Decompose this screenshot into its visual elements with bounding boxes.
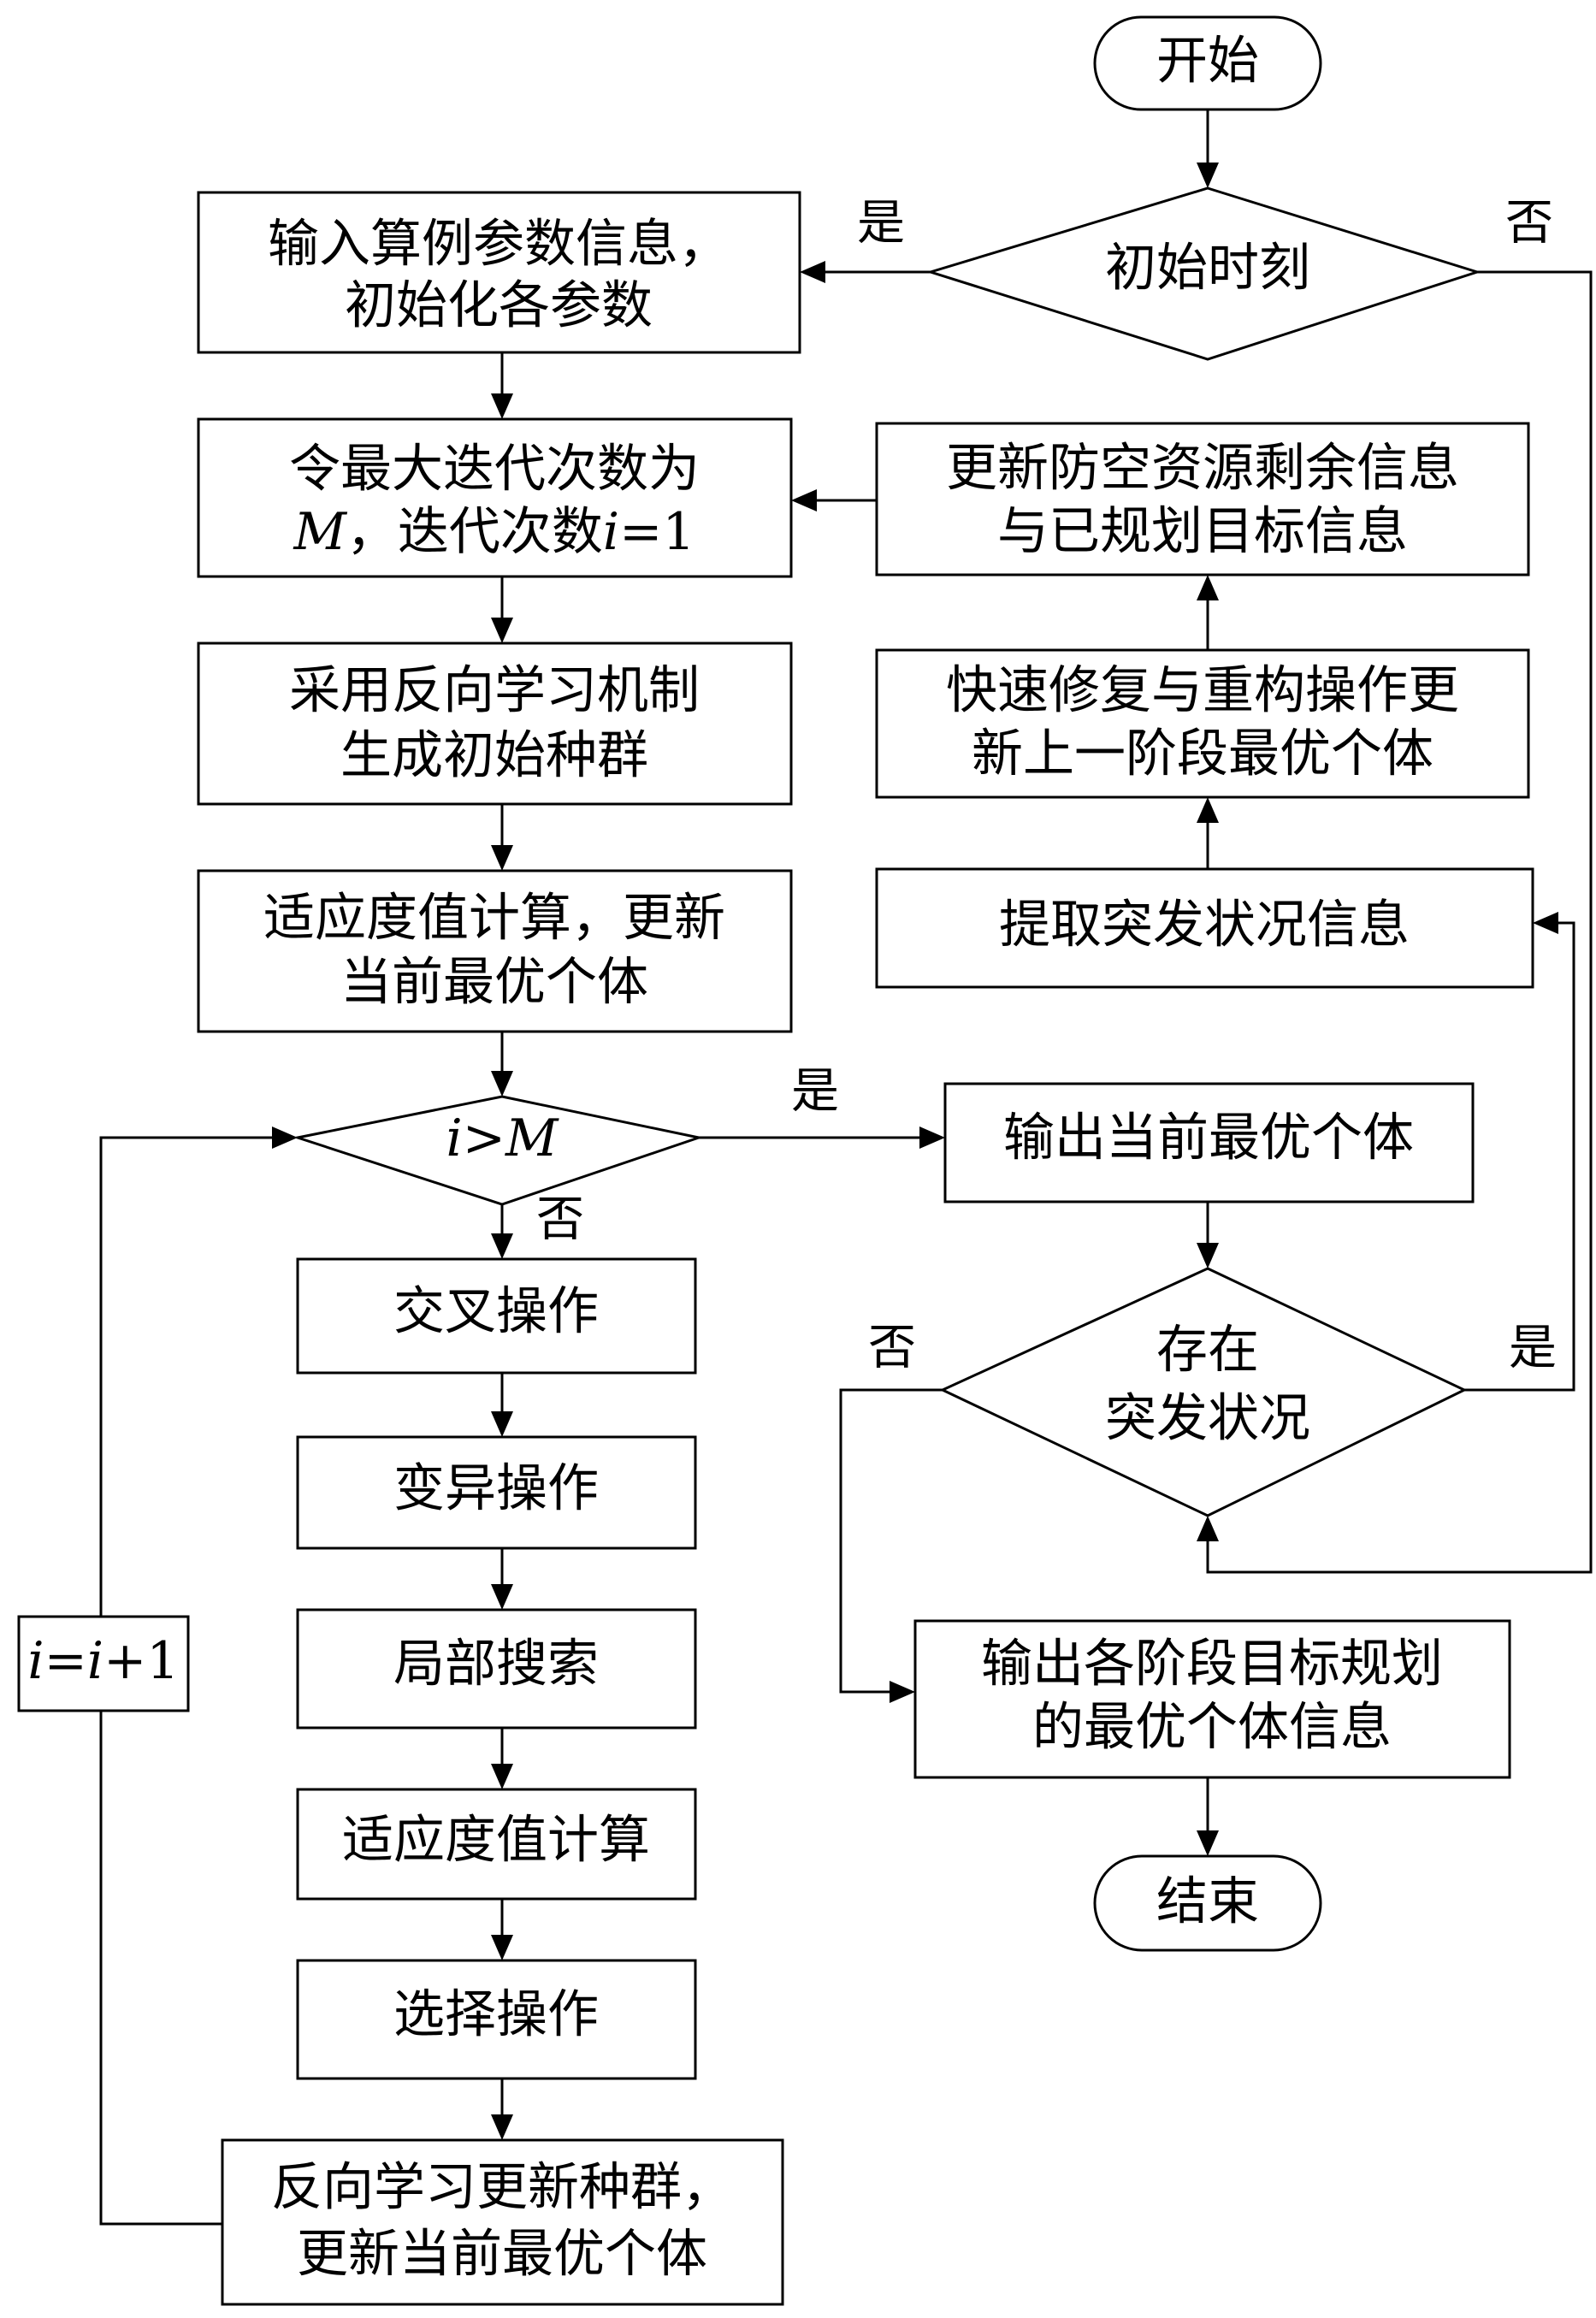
emergency-no-label: 否	[868, 1321, 916, 1376]
iteration-limit-decision: i>M	[293, 1095, 704, 1206]
arrow-head	[890, 1681, 915, 1703]
input-params-line1: 输入算例参数信息，	[268, 215, 730, 275]
start-node: 开始	[1093, 15, 1322, 111]
output-all-line2: 的最优个体信息	[1032, 1698, 1392, 1758]
fitness-update-line1: 适应度值计算，更新	[263, 889, 725, 949]
arrow-head	[1197, 1516, 1219, 1541]
increment-box: i=i+1	[17, 1615, 190, 1712]
local-search-label: 局部搜索	[393, 1635, 599, 1694]
arrow-head	[491, 1071, 513, 1097]
connectors	[99, 109, 1593, 2226]
repair-line2: 新上一阶段最优个体	[972, 724, 1433, 784]
init-no-label: 否	[1505, 196, 1553, 251]
var-m: M	[293, 502, 347, 562]
arrow-head	[491, 1411, 513, 1437]
emergency-yes-label: 是	[1509, 1321, 1557, 1376]
crossover-label: 交叉操作	[393, 1282, 599, 1342]
arrow-head	[491, 1584, 513, 1610]
increment-label: i=i+1	[27, 1631, 179, 1691]
fitness-calc-box: 适应度值计算	[296, 1788, 697, 1901]
max-iteration-line2: M，迭代次数i=1	[293, 502, 695, 562]
arrow-head	[491, 1935, 513, 1960]
arrow-head	[1197, 163, 1219, 188]
extract-label: 提取突发状况信息	[999, 896, 1410, 955]
crossover-box: 交叉操作	[296, 1257, 697, 1375]
arrow-head	[1197, 797, 1219, 823]
update-resources-box: 更新防空资源剩余信息 与已规划目标信息	[875, 422, 1530, 577]
input-params-box: 输入算例参数信息， 初始化各参数	[197, 191, 801, 354]
emergency-line2: 突发状况	[1105, 1389, 1310, 1449]
update-resources-line2: 与已规划目标信息	[997, 502, 1408, 562]
arrow-head	[1197, 575, 1219, 600]
mutation-box: 变异操作	[296, 1435, 697, 1550]
arrow-head	[1533, 912, 1558, 934]
arrow-head	[491, 618, 513, 643]
init-time-decision: 初始时刻	[925, 186, 1481, 361]
repair-line1: 快速修复与重构操作更	[946, 661, 1459, 721]
arrow-head	[491, 845, 513, 871]
arrow-head	[791, 489, 817, 511]
opposition-init-line1: 采用反向学习机制	[289, 661, 700, 721]
start-label: 开始	[1156, 32, 1259, 92]
selection-box: 选择操作	[296, 1959, 697, 2080]
arrow-head	[491, 1764, 513, 1789]
opposition-update-box: 反向学习更新种群， 更新当前最优个体	[221, 2138, 784, 2306]
var-i: i	[603, 502, 619, 562]
fitness-update-box: 适应度值计算，更新 当前最优个体	[197, 869, 793, 1033]
fitness-update-line2: 当前最优个体	[340, 953, 648, 1013]
arrow-head	[800, 261, 825, 283]
emergency-line1: 存在	[1156, 1321, 1259, 1381]
max-iteration-line1: 令最大迭代次数为	[289, 440, 700, 500]
mutation-label: 变异操作	[393, 1459, 599, 1519]
output-all-line1: 输出各阶段目标规划	[981, 1635, 1443, 1694]
output-best-box: 输出当前最优个体	[943, 1082, 1475, 1203]
opposition-update-line2: 更新当前最优个体	[297, 2225, 707, 2285]
local-search-box: 局部搜索	[296, 1608, 697, 1730]
arrow-head	[919, 1126, 945, 1149]
extract-box: 提取突发状况信息	[875, 867, 1534, 989]
max-iteration-box: 令最大迭代次数为 M，迭代次数i=1	[197, 417, 793, 578]
iteration-limit-yes-label: 是	[791, 1064, 839, 1120]
end-node: 结束	[1093, 1854, 1322, 1952]
iteration-limit-no-label: 否	[536, 1192, 584, 1248]
output-best-label: 输出当前最优个体	[1003, 1109, 1414, 1168]
input-params-line2: 初始化各参数	[345, 276, 653, 336]
init-time-label: 初始时刻	[1105, 239, 1310, 299]
emergency-decision: 存在 突发状况	[939, 1267, 1468, 1517]
opposition-init-line2: 生成初始种群	[340, 726, 648, 786]
repair-box: 快速修复与重构操作更 新上一阶段最优个体	[875, 648, 1530, 799]
arrow-head	[491, 2114, 513, 2140]
arrow-head	[272, 1126, 298, 1149]
end-label: 结束	[1156, 1872, 1259, 1932]
update-resources-line1: 更新防空资源剩余信息	[946, 439, 1459, 499]
arrow-head	[491, 393, 513, 419]
opposition-update-line1: 反向学习更新种群，	[271, 2158, 733, 2218]
iteration-limit-label: i>M	[446, 1109, 559, 1168]
init-yes-label: 是	[857, 196, 905, 251]
output-all-stages-box: 输出各阶段目标规划 的最优个体信息	[913, 1619, 1511, 1779]
fitness-calc-label: 适应度值计算	[342, 1811, 650, 1871]
opposition-init-box: 采用反向学习机制 生成初始种群	[197, 642, 793, 806]
selection-label: 选择操作	[393, 1985, 599, 2045]
arrow-head	[491, 1233, 513, 1259]
arrow-head	[1197, 1243, 1219, 1268]
arrow-head	[1197, 1830, 1219, 1856]
